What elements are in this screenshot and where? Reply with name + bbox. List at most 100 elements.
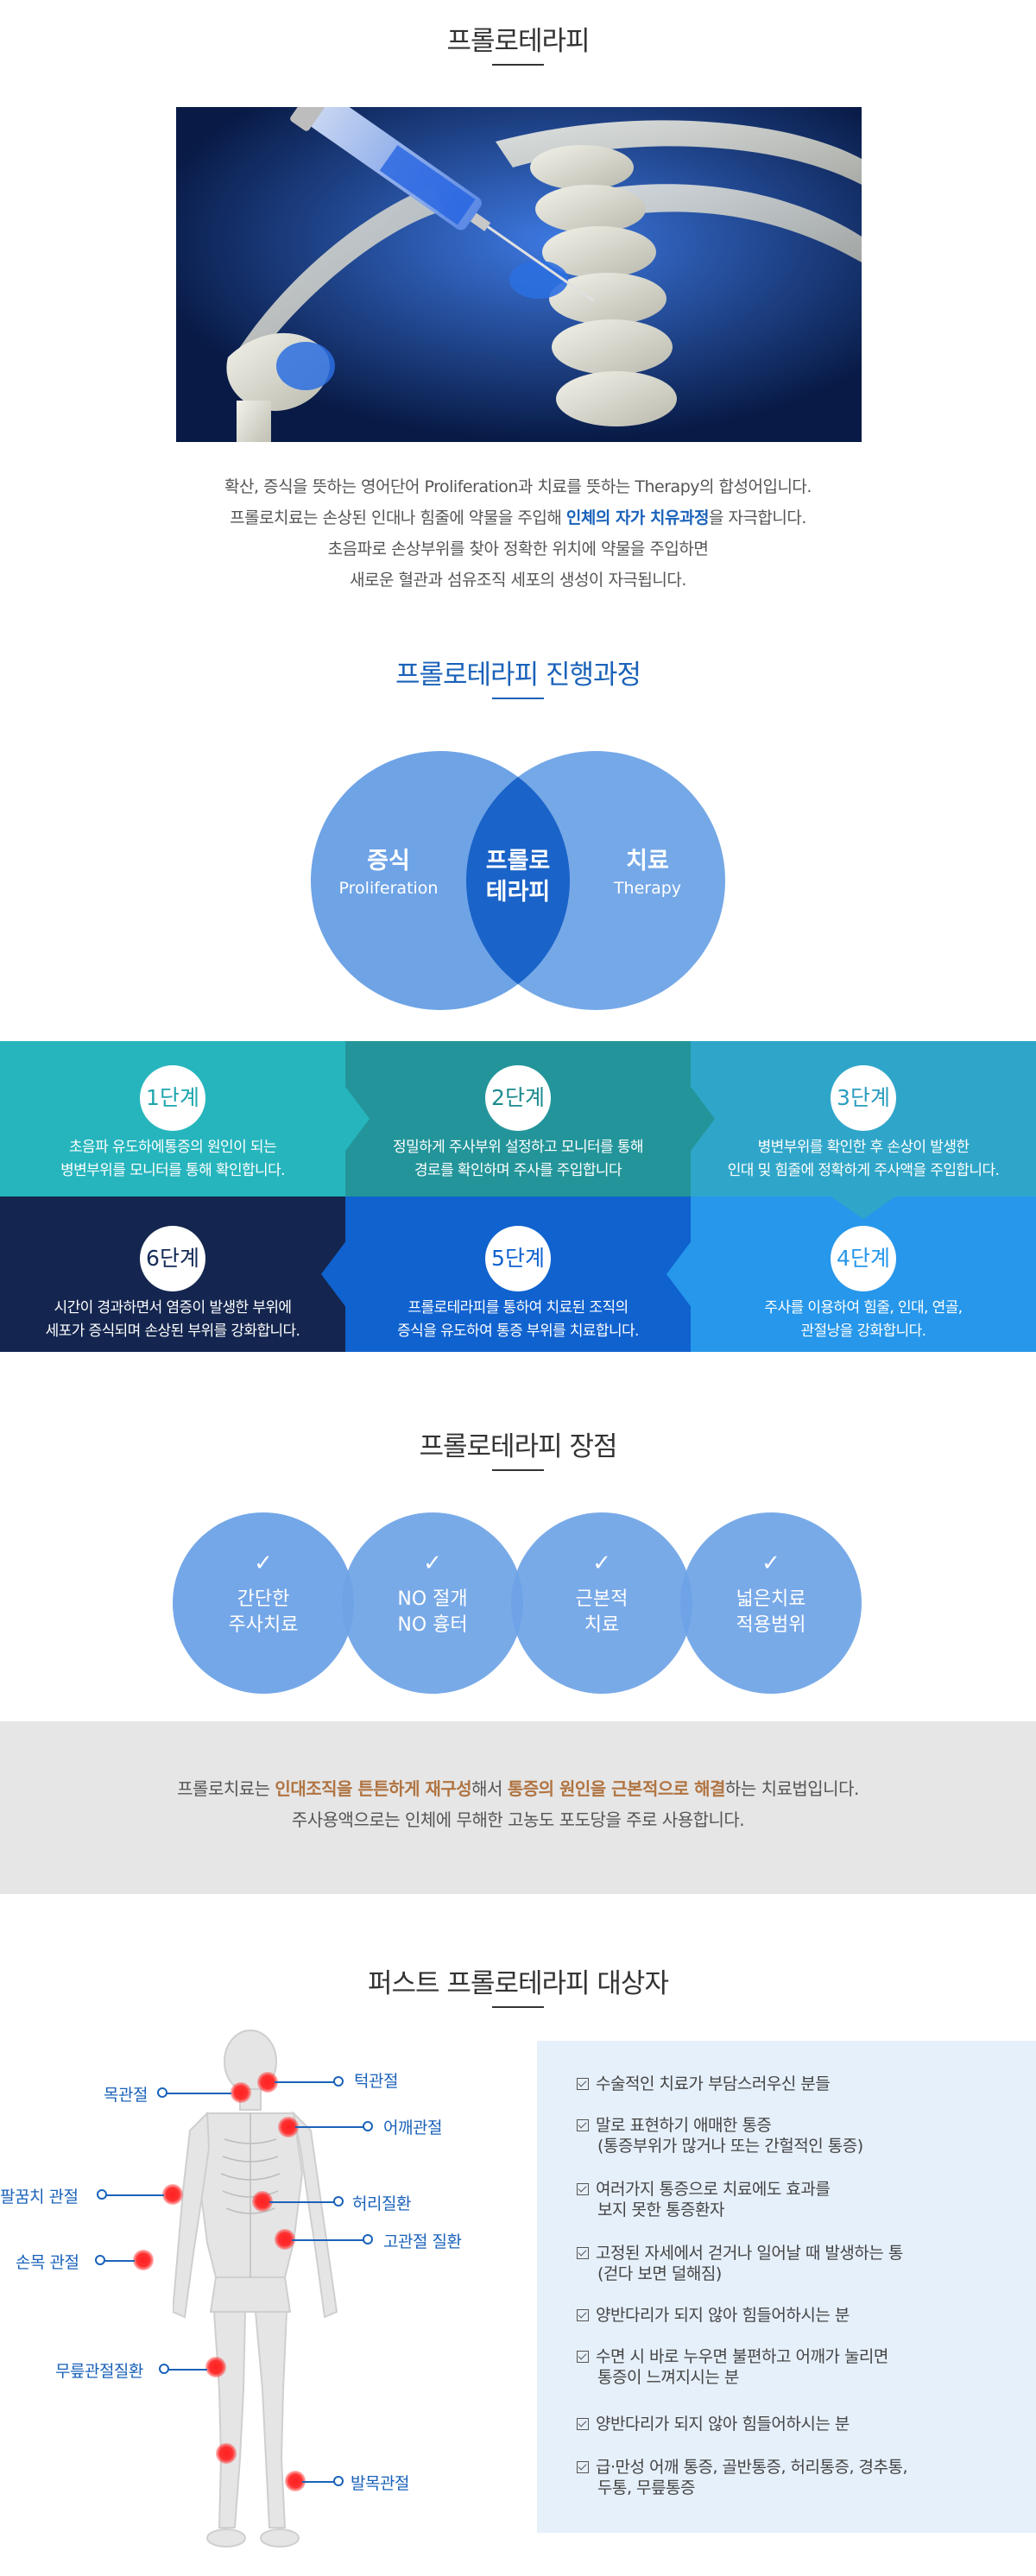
step-2-desc: 정밀하게 주사부위 설정하고 모니터를 통해 경로를 확인하며 주사를 주입합니… xyxy=(345,1136,691,1183)
step-4-line2: 관절낭을 강화합니다. xyxy=(800,1323,927,1340)
venn-right-sub: Therapy xyxy=(613,879,682,898)
targets-title-underline xyxy=(492,2006,544,2008)
step-1-badge: 1단계 xyxy=(140,1065,205,1131)
leader-elbow xyxy=(102,2194,164,2196)
arrow-1-2 xyxy=(344,1084,370,1153)
process-title-underline xyxy=(492,698,544,699)
venn-left-sub: Proliferation xyxy=(338,879,439,898)
step-5-badge: 5단계 xyxy=(485,1226,551,1291)
summary-highlight2: 통증의 원인을 근본적으로 해결 xyxy=(507,1778,726,1799)
label-jaw: 턱관절 xyxy=(354,2072,398,2091)
summary-line1: 프롤로치료는 인대조직을 튼튼하게 재구성해서 통증의 원인을 근본적으로 해결… xyxy=(0,1773,1036,1804)
arrow-4-5 xyxy=(666,1240,692,1309)
checkbox-icon xyxy=(577,2119,589,2131)
benefit-4-line1: 넓은치료 xyxy=(736,1588,806,1610)
check-icon: ✓ xyxy=(254,1550,273,1576)
venn-center-line1: 프롤로 xyxy=(485,848,551,874)
venn-right-text: 치료 Therapy xyxy=(587,846,708,900)
summary-part3: 하는 치료법입니다. xyxy=(724,1778,859,1799)
label-neck: 목관절 xyxy=(104,2086,148,2105)
leader-jaw xyxy=(275,2081,337,2083)
pain-point-knee xyxy=(205,2357,226,2377)
benefit-1 xyxy=(173,1512,354,1694)
step-3-line1: 병변부위를 확인한 후 손상이 발생한 xyxy=(757,1139,970,1156)
benefit-1-text: 간단한 주사치료 xyxy=(173,1587,354,1638)
benefit-2-line1: NO 절개 xyxy=(397,1588,468,1610)
step-2-badge: 2단계 xyxy=(485,1065,551,1131)
dot-back xyxy=(333,2196,344,2207)
step-5-desc: 프롤로테라피를 통하여 치료된 조직의 증식을 유도하여 통증 부위를 치료합니… xyxy=(345,1297,691,1343)
intro-line-2: 프롤로치료는 손상된 인대나 힘줄에 약물을 주입해 인체의 자가 치유과정을 … xyxy=(0,502,1036,534)
target-6-line1: 수면 시 바로 누우면 불편하고 어깨가 눌리면 xyxy=(596,2347,888,2366)
section-title-targets: 퍼스트 프롤로테라피 대상자 xyxy=(368,1968,669,1999)
intro-line-1: 확산, 증식을 뜻하는 영어단어 Proliferation과 치료를 뜻하는 … xyxy=(224,477,812,496)
target-3-line1: 여러가지 통증으로 치료에도 효과를 xyxy=(596,2180,831,2199)
step-3-badge: 3단계 xyxy=(831,1065,896,1131)
benefits-title-underline xyxy=(492,1469,544,1471)
target-item-8: 급·만성 어깨 통증, 골반통증, 허리통증, 경추통,두통, 무릎통증 xyxy=(577,2457,908,2498)
benefits-row: ✓ ✓ ✓ ✓ 간단한 주사치료 NO 절개 NO 흉터 근본적 치료 넓은치료… xyxy=(0,1512,1036,1694)
dot-knee xyxy=(159,2364,169,2374)
benefit-2-line2: NO 흉터 xyxy=(397,1614,468,1636)
step-2-line2: 경로를 확인하며 주사를 주입합니다 xyxy=(414,1162,622,1179)
intro-line-2-end: 을 자극합니다. xyxy=(708,508,806,527)
target-item-1: 수술적인 치료가 부담스러우신 분들 xyxy=(577,2074,831,2094)
spine-injection-illustration xyxy=(176,107,862,442)
target-item-5: 양반다리가 되지 않아 힘들어하시는 분 xyxy=(577,2305,850,2326)
step-5-line1: 프롤로테라피를 통하여 치료된 조직의 xyxy=(407,1299,629,1316)
target-4-line1: 고정된 자세에서 걷거나 일어날 때 발생하는 통 xyxy=(596,2244,903,2263)
dot-ankle xyxy=(333,2476,344,2486)
check-icon: ✓ xyxy=(423,1550,442,1576)
intro-line-4: 새로운 혈관과 섬유조직 세포의 생성이 자극됩니다. xyxy=(350,571,686,590)
label-wrist: 손목 관절 xyxy=(16,2253,79,2272)
checkbox-icon xyxy=(577,2247,589,2259)
venn-right-title: 치료 xyxy=(626,848,669,874)
dot-shoulder xyxy=(363,2121,373,2131)
summary-highlight1: 인대조직을 튼튼하게 재구성 xyxy=(275,1778,472,1799)
step-1-line2: 병변부위를 모니터를 통해 확인합니다. xyxy=(60,1162,285,1179)
checkbox-icon xyxy=(577,2418,589,2430)
benefit-3-line2: 치료 xyxy=(584,1614,620,1636)
section-title-prolotherapy: 프롤로테라피 xyxy=(446,26,590,57)
benefit-3-line1: 근본적 xyxy=(575,1588,629,1610)
title-underline xyxy=(492,64,544,66)
section-title-benefits: 프롤로테라피 장점 xyxy=(419,1431,617,1462)
venn-left-title: 증식 xyxy=(367,848,410,874)
step-6-desc: 시간이 경과하면서 염증이 발생한 부위에 세포가 증식되며 손상된 부위를 강… xyxy=(0,1297,345,1343)
step-3-desc: 병변부위를 확인한 후 손상이 발생한 인대 및 힘줄에 정확하게 주사액을 주… xyxy=(691,1136,1036,1183)
target-5-line1: 양반다리가 되지 않아 힘들어하시는 분 xyxy=(596,2306,850,2325)
benefit-3 xyxy=(511,1512,692,1694)
pain-point-wrist xyxy=(133,2250,154,2270)
checkbox-icon xyxy=(577,2351,589,2363)
target-2-line2: (통증부위가 많거나 또는 간헐적인 통증) xyxy=(597,2137,863,2156)
benefit-1-line2: 주사치료 xyxy=(228,1614,299,1636)
summary-text: 프롤로치료는 인대조직을 튼튼하게 재구성해서 통증의 원인을 근본적으로 해결… xyxy=(0,1773,1036,1835)
hero-image xyxy=(176,107,862,442)
label-back: 허리질환 xyxy=(352,2194,411,2213)
check-icon: ✓ xyxy=(761,1550,780,1576)
checkbox-icon xyxy=(577,2183,589,2195)
dot-elbow xyxy=(97,2189,107,2200)
summary-line2: 주사용액으로는 인체에 무해한 고농도 포도당을 주로 사용합니다. xyxy=(291,1809,745,1830)
venn-diagram: 증식 Proliferation 프롤로 테라피 치료 Therapy xyxy=(311,751,725,1010)
target-7-line1: 양반다리가 되지 않아 힘들어하시는 분 xyxy=(596,2415,850,2434)
step-6-line1: 시간이 경과하면서 염증이 발생한 부위에 xyxy=(54,1299,293,1316)
venn-center-line2: 테라피 xyxy=(485,879,551,906)
step-3-line2: 인대 및 힘줄에 정확하게 주사액을 주입합니다. xyxy=(727,1162,1000,1179)
target-1-line1: 수술적인 치료가 부담스러우신 분들 xyxy=(596,2074,831,2093)
leader-back xyxy=(269,2201,335,2203)
venn-overlap xyxy=(466,777,570,984)
pain-point-elbow xyxy=(162,2184,183,2205)
benefit-4-line2: 적용범위 xyxy=(736,1614,806,1636)
target-8-line2: 두통, 무릎통증 xyxy=(597,2478,695,2497)
leader-neck xyxy=(162,2093,231,2094)
dot-neck xyxy=(157,2087,167,2098)
summary-part2: 해서 xyxy=(471,1778,508,1799)
dot-jaw xyxy=(333,2076,344,2087)
leader-hip xyxy=(292,2239,366,2241)
check-icon: ✓ xyxy=(592,1550,611,1576)
step-1-desc: 초음파 유도하에통증의 원인이 되는 병변부위를 모니터를 통해 확인합니다. xyxy=(0,1136,345,1183)
summary-part1: 프롤로치료는 xyxy=(177,1778,275,1799)
arrow-5-6 xyxy=(321,1240,347,1309)
